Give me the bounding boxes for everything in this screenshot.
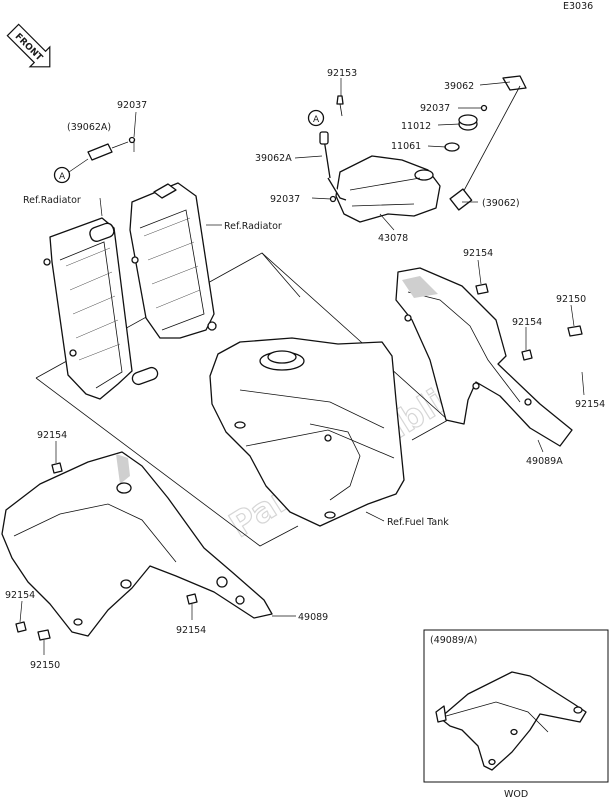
part-49089: 49089 — [298, 612, 328, 623]
front-arrow-icon: FRONT — [6, 23, 51, 68]
fuel-tank — [209, 337, 405, 527]
ref-radiator-left: Ref.Radiator — [23, 195, 81, 206]
part-92154-left-top: 92154 — [37, 430, 67, 441]
part-39062: 39062 — [444, 81, 474, 92]
shroud-right-49089a — [395, 267, 573, 447]
bolts — [15, 283, 583, 641]
part-39062a: 39062A — [255, 153, 292, 164]
part-92154-right-low: 92154 — [575, 399, 605, 410]
part-11061: 11061 — [391, 141, 421, 152]
ref-fuel-tank: Ref.Fuel Tank — [387, 517, 449, 528]
leader-lines — [19, 78, 585, 655]
part-11012: 11012 — [401, 121, 431, 132]
radiator-left — [43, 217, 159, 400]
part-92154-right-mid: 92154 — [512, 317, 542, 328]
part-92037-top-right: 92037 — [420, 103, 450, 114]
part-92150-left: 92150 — [30, 660, 60, 671]
inset-title: (49089/A) — [430, 635, 477, 646]
part-92153: 92153 — [327, 68, 357, 79]
callout-a-left-text: A — [59, 172, 66, 182]
part-43078: 43078 — [378, 233, 408, 244]
part-92154-left-low: 92154 — [5, 590, 35, 601]
shroud-left-49089 — [1, 451, 273, 637]
part-39062-paren: (39062) — [482, 198, 520, 209]
footer-code: WOD — [504, 789, 528, 800]
part-92037-top-left: 92037 — [117, 100, 147, 111]
callout-a-top-text: A — [313, 115, 320, 125]
part-49089a: 49089A — [526, 456, 563, 467]
callout-a-left — [53, 166, 71, 184]
part-92154-bottom: 92154 — [176, 625, 206, 636]
radiator-right — [129, 182, 217, 339]
part-39062a-paren: (39062A) — [67, 122, 111, 133]
part-92037-mid: 92037 — [270, 194, 300, 205]
hose-39062a: A — [53, 136, 136, 184]
ref-radiator-right: Ref.Radiator — [224, 221, 282, 232]
part-92154-right-top: 92154 — [463, 248, 493, 259]
inset-box: (49089/A) — [423, 629, 609, 783]
diagram-code: E3036 — [563, 1, 593, 12]
part-92150-right: 92150 — [556, 294, 586, 305]
callout-a-top — [307, 109, 325, 127]
